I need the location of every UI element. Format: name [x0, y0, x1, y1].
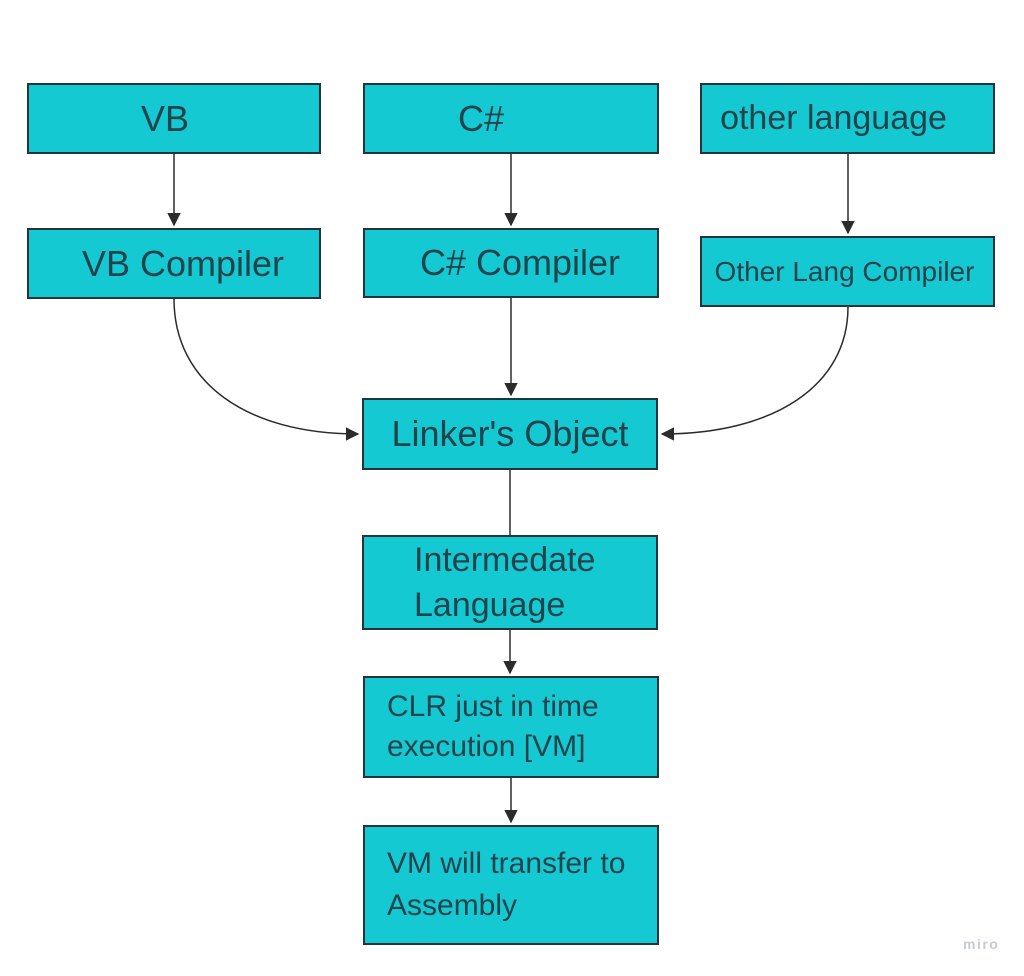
node-vb-compiler[interactable]: VB Compiler	[27, 228, 321, 299]
node-label: other language	[720, 99, 947, 137]
node-label: Assembly	[387, 889, 518, 922]
node-linkers-object[interactable]: Linker's Object	[362, 398, 658, 470]
node-label: Intermedate	[414, 540, 596, 579]
node-other-language[interactable]: other language	[700, 83, 995, 154]
node-csharp-compiler[interactable]: C# Compiler	[363, 228, 659, 298]
node-label: Other Lang Compiler	[714, 255, 975, 287]
node-csharp[interactable]: C#	[363, 83, 659, 154]
node-other-lang-compiler[interactable]: Other Lang Compiler	[700, 236, 995, 307]
node-label: VB Compiler	[81, 242, 285, 284]
node-label: C# Compiler	[419, 242, 621, 283]
node-label: VM will transfer to	[387, 847, 626, 880]
node-label: CLR just in time	[387, 690, 599, 723]
miro-watermark[interactable]: miro	[963, 936, 1000, 952]
node-label: VB	[140, 97, 190, 139]
edge-vb-compiler-to-linker[interactable]	[173, 298, 360, 441]
node-label: execution [VM]	[387, 730, 586, 763]
edge-other-compiler-to-linker[interactable]	[660, 306, 849, 441]
node-label: C#	[457, 97, 505, 139]
node-clr-jit[interactable]: CLR just in time execution [VM]	[363, 676, 659, 778]
node-label: Language	[414, 585, 566, 624]
node-vm-assembly[interactable]: VM will transfer to Assembly	[363, 825, 659, 945]
node-vb[interactable]: VB	[27, 83, 321, 154]
node-label: Linker's Object	[391, 413, 629, 454]
